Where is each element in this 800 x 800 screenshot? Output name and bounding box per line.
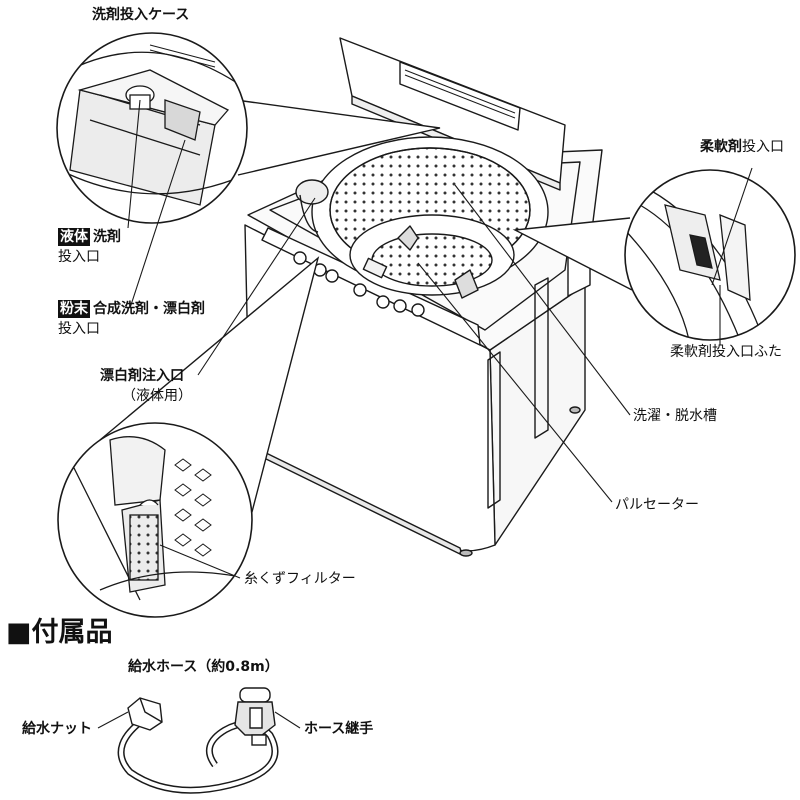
water-nut: [127, 697, 163, 731]
label-water-nut: 給水ナット: [22, 721, 92, 737]
label-powder-detergent: 粉末合成洗剤・漂白剤: [58, 300, 205, 318]
label-softener-inlet: 柔軟剤投入口: [700, 138, 784, 156]
label-liquid-inlet: 投入口: [58, 249, 100, 265]
label-powder-word: 合成洗剤・漂白剤: [93, 301, 205, 317]
label-water-hose: 給水ホース（約0.8m）: [128, 659, 279, 675]
label-detergent-case: 洗剤投入ケース: [92, 7, 190, 23]
label-softener-lid: 柔軟剤投入口ふた: [670, 344, 782, 360]
label-wash-tub: 洗濯・脱水槽: [633, 408, 717, 424]
label-softener-bold: 柔軟剤: [700, 139, 742, 155]
label-pulsator: パルセーター: [615, 497, 699, 513]
label-liquid-word: 洗剤: [93, 229, 121, 245]
label-liquid-detergent: 液体洗剤: [58, 228, 121, 246]
tag-liquid: 液体: [58, 228, 90, 246]
callout-detergent-case: [56, 32, 441, 224]
label-softener-rest: 投入口: [742, 139, 784, 155]
tag-powder: 粉末: [58, 300, 90, 318]
washing-machine: [244, 37, 603, 557]
label-lint-filter: 糸くずフィルター: [244, 571, 356, 587]
section-heading-accessories: ■付属品: [6, 617, 113, 648]
label-bleach-note: （液体用）: [122, 388, 192, 404]
label-hose-joint: ホース継手: [304, 721, 374, 737]
water-hose-drawing: [117, 687, 279, 794]
label-bleach-inlet: 漂白剤注入口: [100, 368, 184, 384]
hose-joint: [234, 687, 276, 746]
callout-lint-filter: [57, 256, 320, 618]
callout-softener: [512, 169, 796, 341]
leader-lines: [97, 99, 753, 729]
label-powder-inlet: 投入口: [58, 321, 100, 337]
